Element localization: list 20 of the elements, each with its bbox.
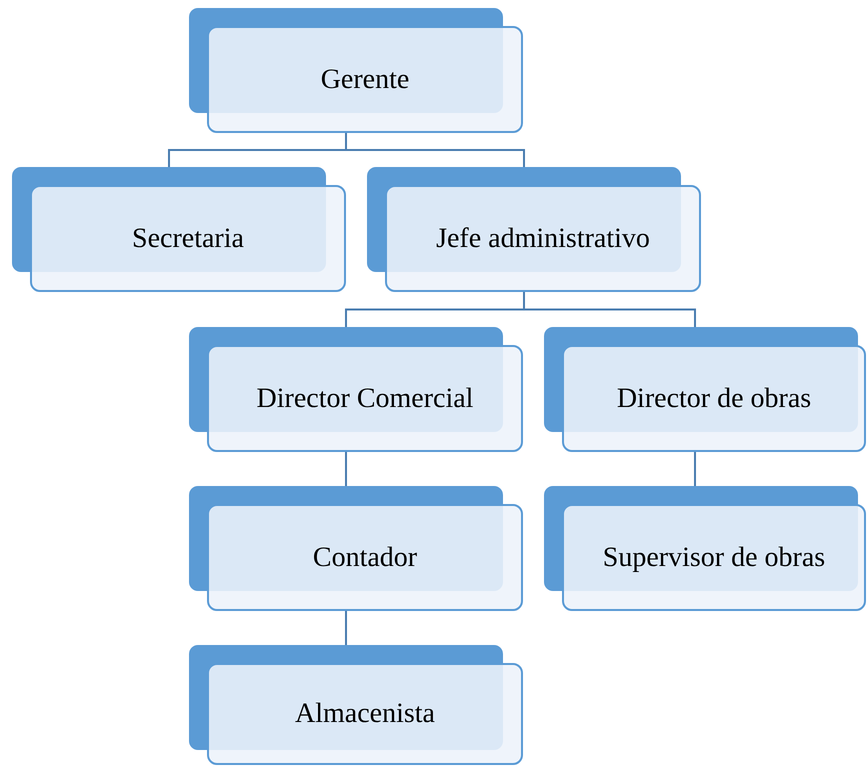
position-card (189, 645, 523, 765)
position-title: Director Comercial (256, 382, 474, 414)
position-title: Supervisor de obras (602, 542, 826, 574)
connector-line (523, 292, 696, 327)
position-title: Contador (312, 542, 418, 574)
position-title: Jefe administrativo (436, 222, 650, 254)
position-card (189, 8, 523, 133)
position-card (367, 167, 701, 292)
position-title: Secretaria (132, 222, 244, 254)
position-card (544, 327, 866, 452)
connector-line (694, 452, 696, 486)
position-card (189, 486, 523, 611)
position-card (189, 327, 523, 452)
position-card (12, 167, 346, 292)
connector-line (345, 611, 347, 645)
position-title: Director de obras (616, 382, 812, 414)
position-title: Gerente (320, 64, 410, 96)
position-title: Almacenista (295, 698, 435, 730)
connector-line (345, 452, 347, 486)
position-card (544, 486, 866, 611)
